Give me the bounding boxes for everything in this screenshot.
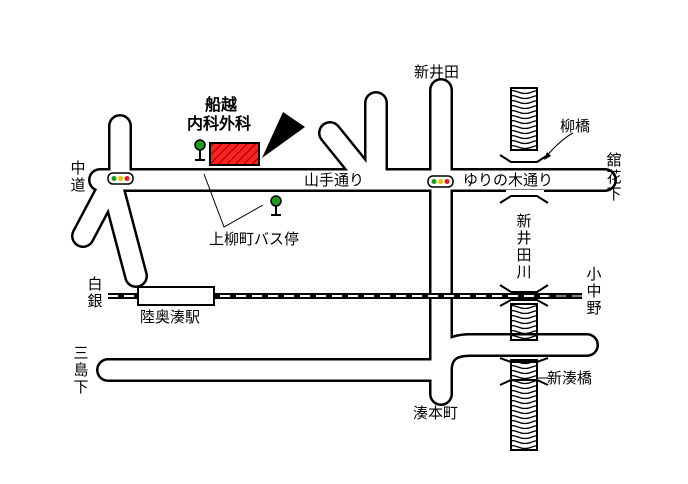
place-label-minato-honcho: 湊本町 (413, 404, 459, 422)
railway (108, 286, 582, 306)
place-label-station: 陸奥湊駅 (140, 308, 201, 326)
bus-stop-leader (203, 173, 264, 228)
place-label-shin-minato-bridge: 新湊橋 (547, 369, 593, 387)
shin-minato-bridge-mark (499, 357, 549, 386)
traffic-signal-east (427, 175, 454, 188)
road-label-yurinoki: ゆりの木通り (463, 171, 554, 189)
place-label-bus-stop: 上柳町バス停 (209, 230, 300, 248)
bus-stop-icon (194, 139, 206, 161)
place-label-tachihana-shita: 舘花下 (606, 151, 622, 203)
station-box (137, 286, 215, 306)
clinic-name-line1: 船越 (205, 95, 238, 114)
clinic-name-line2: 内科外科 (187, 114, 252, 133)
bus-stop-icon (270, 195, 282, 216)
place-label-shin-iruta-river: 新井田川 (515, 212, 533, 281)
rail-bridge-mark (499, 284, 549, 307)
clinic-marker (209, 142, 260, 166)
place-label-shin-iruta: 新井田 (414, 63, 460, 81)
place-label-mishima-shita: 三島下 (73, 344, 89, 396)
place-label-konakano: 小中野 (586, 265, 602, 317)
traffic-signal-west (107, 172, 134, 185)
clinic-arrow-icon (262, 112, 305, 158)
road-fills (73, 80, 615, 404)
place-label-yanagi-bridge: 柳橋 (560, 117, 591, 135)
bridges (499, 154, 549, 386)
place-label-nakamichi: 中道 (70, 159, 86, 194)
yanagi-bridge-mark (499, 154, 549, 204)
road-label-yamate: 山手通り (304, 171, 365, 189)
place-label-shirogane: 白銀 (87, 275, 103, 310)
